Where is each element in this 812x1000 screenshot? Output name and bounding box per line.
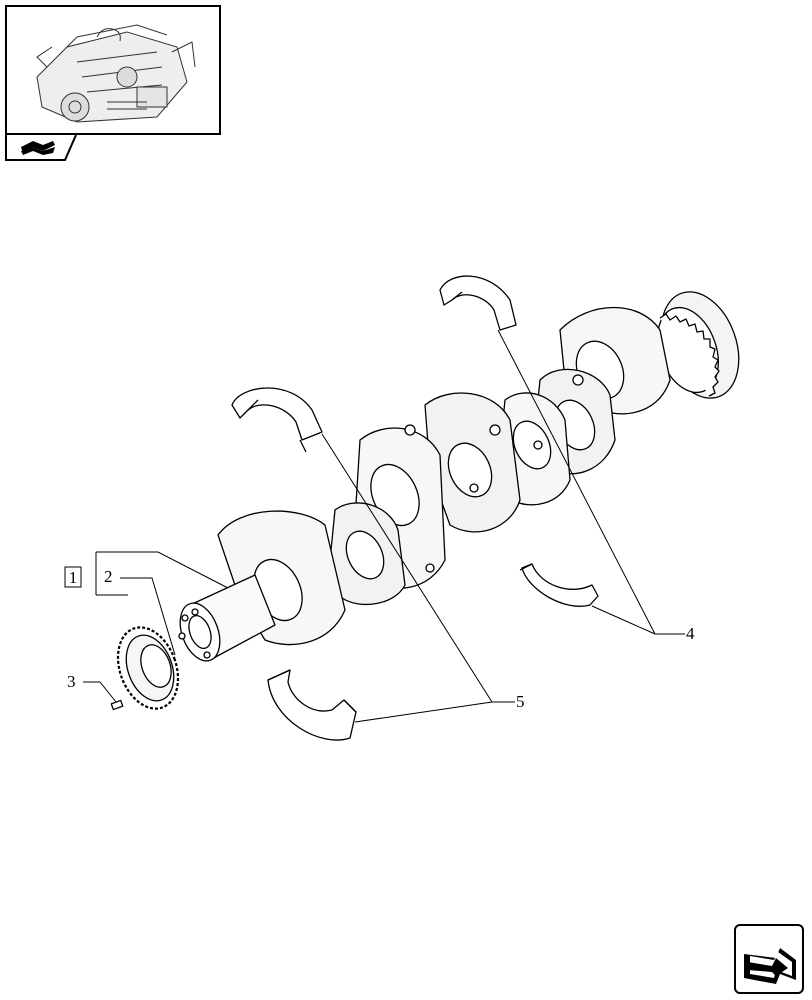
book-tab[interactable]: [5, 134, 77, 166]
engine-thumbnail[interactable]: [5, 5, 221, 135]
crankshaft: [178, 306, 671, 662]
lower-main-bearing-shell-right: [519, 563, 599, 607]
leader-3: [83, 681, 117, 703]
upper-main-bearing-shell: [439, 275, 517, 331]
leader-4b: [591, 605, 656, 635]
lower-thrust-bearing-shell: [267, 669, 357, 741]
callout-5: 5: [516, 692, 525, 711]
callout-2: 2: [104, 567, 113, 586]
leader-2: [120, 577, 176, 656]
next-page-button[interactable]: [734, 924, 804, 994]
leader-1: [128, 551, 229, 589]
book-icon: [5, 134, 77, 161]
rear-flange: [657, 291, 740, 399]
next-page-arrow-icon: [744, 948, 796, 984]
crankshaft-gear: [116, 626, 180, 710]
dowel-pin: [110, 699, 124, 711]
engine-thumbnail-icon: [36, 24, 196, 123]
group-callout-box: [64, 566, 82, 588]
callout-1: 1: [69, 568, 78, 587]
leader-5b: [354, 701, 493, 723]
callout-4: 4: [686, 624, 695, 643]
upper-thrust-bearing-shell: [231, 387, 323, 453]
group-bracket: [95, 551, 128, 596]
callout-3: 3: [67, 672, 76, 691]
